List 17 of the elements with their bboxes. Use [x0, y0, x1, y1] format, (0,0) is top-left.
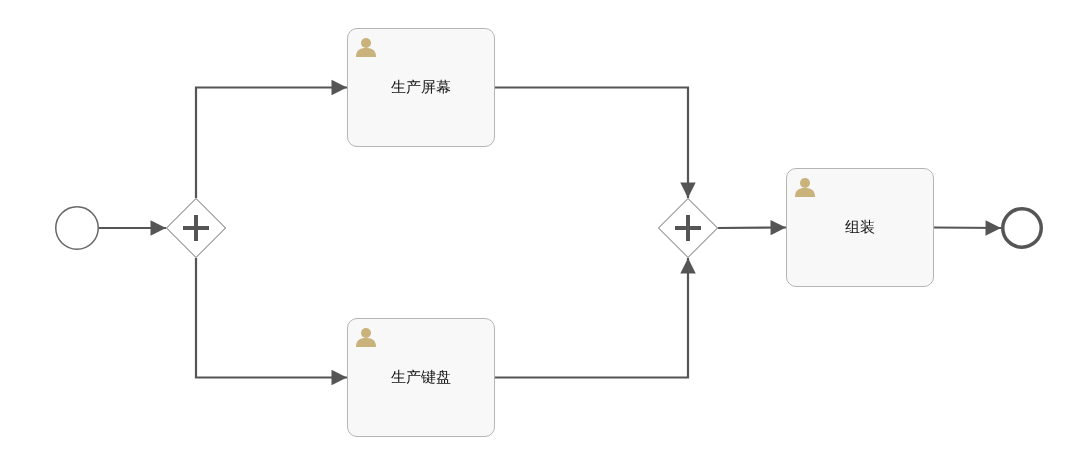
arrow: [194, 258, 347, 386]
parallel-gateway-diamond: [658, 198, 718, 258]
arrow: [495, 258, 696, 379]
end-event-circle: [1001, 207, 1043, 249]
parallel-gateway-diamond: [166, 198, 226, 258]
arrow: [99, 220, 166, 236]
task-label: 生产屏幕: [391, 78, 451, 97]
arrow: [194, 79, 347, 198]
arrow: [718, 219, 786, 236]
start-event-circle: [55, 206, 99, 250]
arrow: [934, 220, 1001, 236]
arrow: [495, 86, 696, 198]
user-task-box: [786, 168, 934, 287]
task-label: 生产键盘: [391, 368, 451, 387]
user-task-box: [347, 318, 495, 437]
user-task-box: [347, 28, 495, 147]
task-label: 组装: [845, 218, 875, 237]
